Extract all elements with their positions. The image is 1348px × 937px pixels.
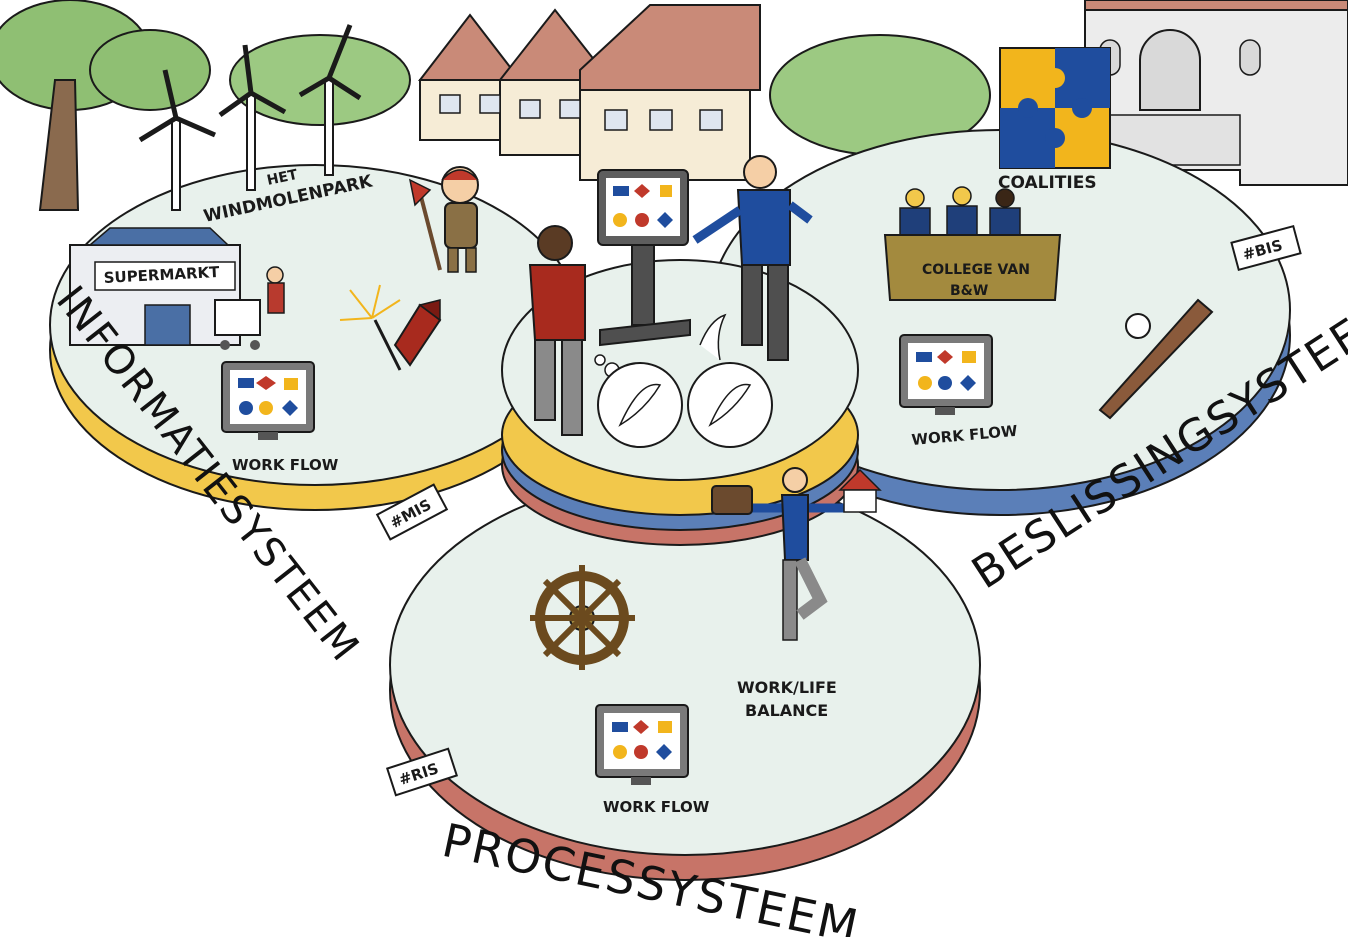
ship-wheel-icon — [530, 565, 635, 670]
worklife-label-line1: WORK/LIFE — [737, 678, 837, 697]
workflow-monitor-left — [221, 361, 315, 440]
tree-middle — [229, 34, 411, 126]
workflow-monitor-right — [899, 334, 993, 415]
council-desk — [883, 186, 1062, 301]
row-houses — [417, 4, 761, 181]
windmills — [138, 24, 362, 211]
bald-man-blue-shirt — [692, 155, 813, 361]
scout-girl-figure — [408, 166, 479, 273]
disc-processysteem — [389, 474, 981, 881]
puzzle-icon — [999, 47, 1111, 169]
windmolenpark-label-line1: HET — [266, 167, 300, 189]
workflow-label-left: WORK FLOW — [232, 456, 339, 474]
balancing-woman-figure — [711, 467, 882, 641]
supermarket-building — [69, 227, 241, 346]
tag-ris: #RIS — [385, 747, 459, 797]
college-label-line2: B&W — [950, 283, 988, 299]
baseball-bat-icon — [1098, 298, 1214, 420]
workflow-label-bottom: WORK FLOW — [603, 798, 710, 816]
shopping-cart-figure — [214, 266, 285, 350]
kiosk-screen — [597, 169, 691, 347]
thought-bubbles-feathers — [594, 313, 773, 448]
fireworks-icon — [339, 284, 442, 371]
workflow-monitor-bottom — [595, 704, 689, 785]
man-red-shirt — [528, 225, 586, 436]
tree-left — [0, 0, 211, 211]
coalities-label: COALITIES — [998, 173, 1097, 193]
background-scenery — [0, 0, 1348, 211]
tag-mis: #MIS — [375, 483, 449, 541]
college-label-line1: COLLEGE VAN — [922, 262, 1030, 278]
worklife-label-line2: BALANCE — [745, 701, 828, 720]
tag-bis: #BIS — [1230, 224, 1302, 272]
